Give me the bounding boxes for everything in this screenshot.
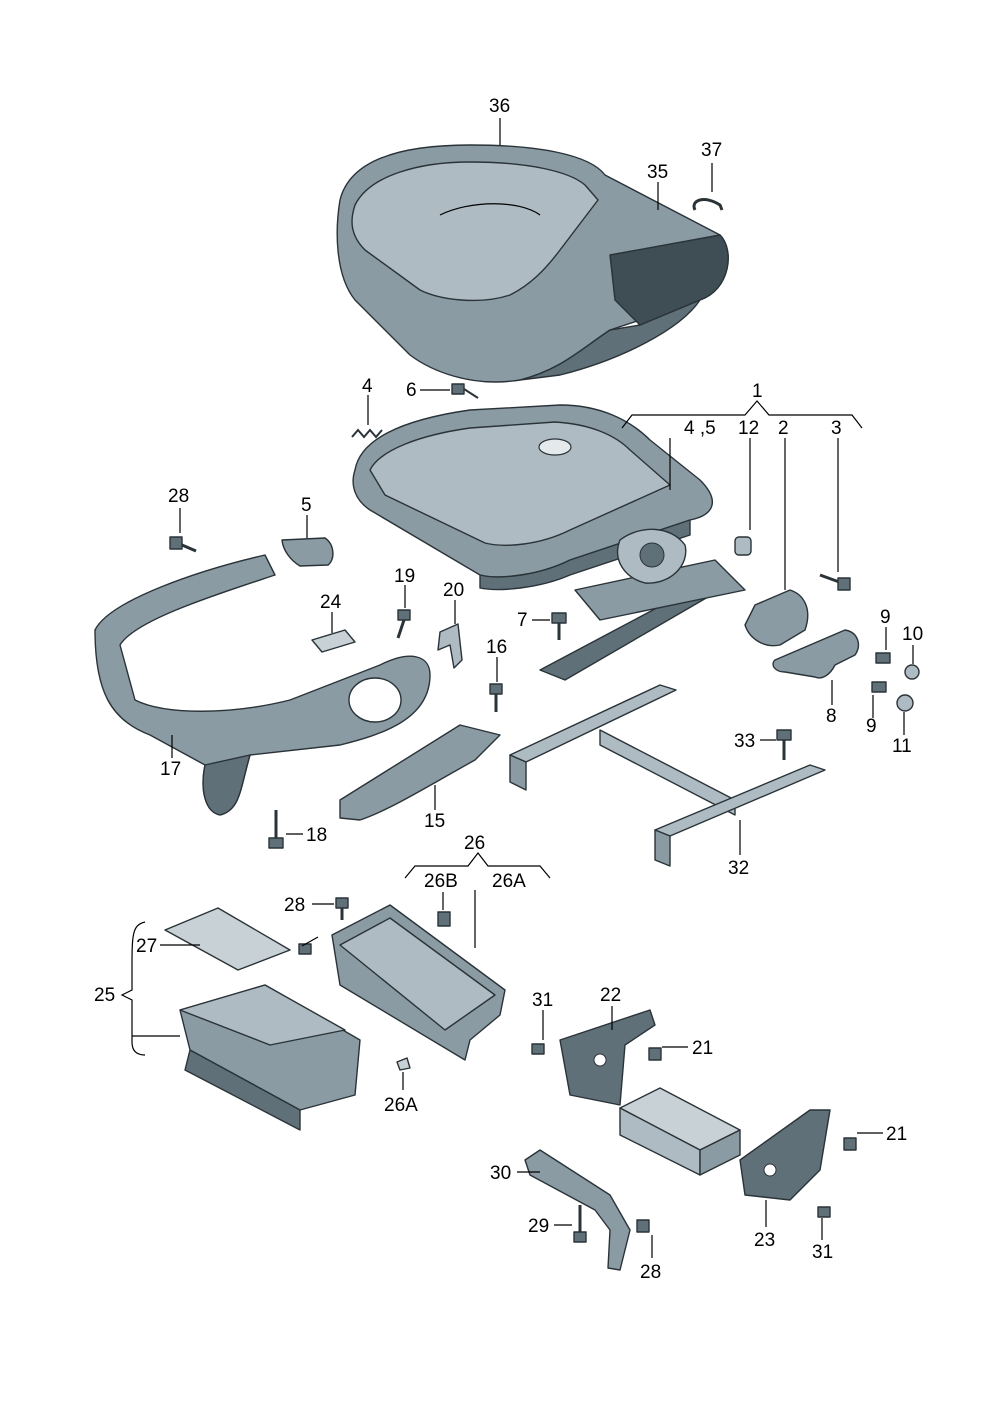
bolts-part-9: [871, 652, 891, 693]
callout-2: 2: [778, 418, 789, 439]
callout-29: 29: [528, 1216, 549, 1237]
bolt-part-28-top: [169, 536, 197, 553]
callout-8: 8: [826, 706, 837, 727]
rail-part-30: [524, 1149, 631, 1271]
callout-35: 35: [647, 162, 668, 183]
drawer-part-25: [179, 984, 361, 1131]
screw-part-3: [819, 573, 851, 591]
bracket-part-22: [559, 1009, 656, 1106]
callout-18: 18: [306, 825, 327, 846]
callout-37: 37: [701, 140, 722, 161]
callout-3: 3: [831, 418, 842, 439]
bolt-part-31-upper: [531, 1043, 545, 1055]
callout-31-lower: 31: [812, 1242, 833, 1263]
spring-part-4: [351, 428, 383, 439]
callout-4-5: 4 ,5: [684, 418, 716, 439]
bolt-part-21-upper: [648, 1047, 662, 1061]
clip-part-24: [311, 629, 356, 653]
bolt-part-31-lower: [817, 1206, 831, 1218]
callout-27: 27: [136, 936, 157, 957]
callout-23: 23: [754, 1230, 775, 1251]
seat-rail-assembly: [539, 528, 746, 681]
bolt-part-7: [551, 612, 567, 640]
bolt-part-28-left: [298, 943, 312, 955]
callout-28-bottom: 28: [640, 1262, 661, 1283]
bolt-part-6: [451, 383, 479, 399]
bolt-part-33: [776, 729, 792, 760]
callout-33: 33: [734, 731, 755, 752]
callout-9-upper: 9: [880, 607, 891, 628]
seat-cushion-part-36: [336, 144, 729, 383]
lever-part-8: [772, 629, 860, 679]
callout-9-lower: 9: [866, 716, 877, 737]
cross-frame-part-32: [509, 684, 826, 867]
housing-part-26: [331, 904, 506, 1061]
callout-26a-top: 26A: [492, 871, 526, 892]
leader-lines: [120, 118, 914, 1258]
callout-28-mid: 28: [284, 895, 305, 916]
screw-part-18: [268, 810, 284, 849]
callout-20: 20: [443, 580, 464, 601]
callout-7: 7: [517, 610, 528, 631]
callout-25: 25: [94, 985, 115, 1006]
callout-24: 24: [320, 592, 342, 613]
callout-22: 22: [600, 985, 621, 1006]
callout-36: 36: [489, 96, 510, 117]
clip-part-26b: [437, 911, 451, 927]
callout-30: 30: [490, 1163, 511, 1184]
screw-part-19: [396, 609, 411, 639]
callout-15: 15: [424, 811, 445, 832]
callout-21-upper: 21: [692, 1038, 713, 1059]
bracket-part-20: [437, 623, 463, 669]
bracket-part-23: [739, 1109, 831, 1201]
callout-labels: 36 37 35 1 4 6 4 ,5 12 2 3 28 5 19 20 24…: [94, 96, 923, 1283]
callout-32: 32: [728, 858, 749, 879]
callout-12: 12: [738, 418, 759, 439]
mat-part-27: [164, 907, 291, 971]
callout-19: 19: [394, 566, 415, 587]
callout-26: 26: [464, 833, 485, 854]
bracket-part-2: [744, 589, 809, 647]
callout-4: 4: [362, 376, 373, 397]
cover-part-15: [339, 724, 501, 821]
callout-6: 6: [406, 380, 417, 401]
control-unit-box: [619, 1087, 741, 1176]
bolt-part-29: [573, 1205, 587, 1243]
seat-pan-frame: [352, 404, 713, 591]
callout-11: 11: [892, 736, 912, 757]
bolt-part-21-lower: [843, 1137, 857, 1151]
caps-part-10-11: [896, 664, 920, 712]
side-trim-part-17: [94, 554, 431, 816]
callout-10: 10: [902, 624, 923, 645]
bolt-part-28-bottom: [636, 1219, 650, 1233]
callout-16: 16: [486, 637, 507, 658]
callout-31-upper: 31: [532, 990, 553, 1011]
screw-part-16: [489, 683, 503, 712]
callout-21-lower: 21: [886, 1124, 907, 1145]
clip-part-26a: [396, 1057, 411, 1071]
clip-part-37: [692, 198, 724, 211]
callout-17: 17: [160, 759, 181, 780]
callout-26a-bottom: 26A: [384, 1095, 418, 1116]
callout-5: 5: [301, 495, 312, 516]
trim-part-5: [281, 537, 334, 567]
spacer-part-12: [734, 536, 752, 556]
callout-1: 1: [752, 381, 763, 402]
callout-28-top: 28: [168, 486, 189, 507]
bolt-part-28-mid: [335, 897, 349, 920]
callout-26b-top: 26B: [424, 871, 458, 892]
